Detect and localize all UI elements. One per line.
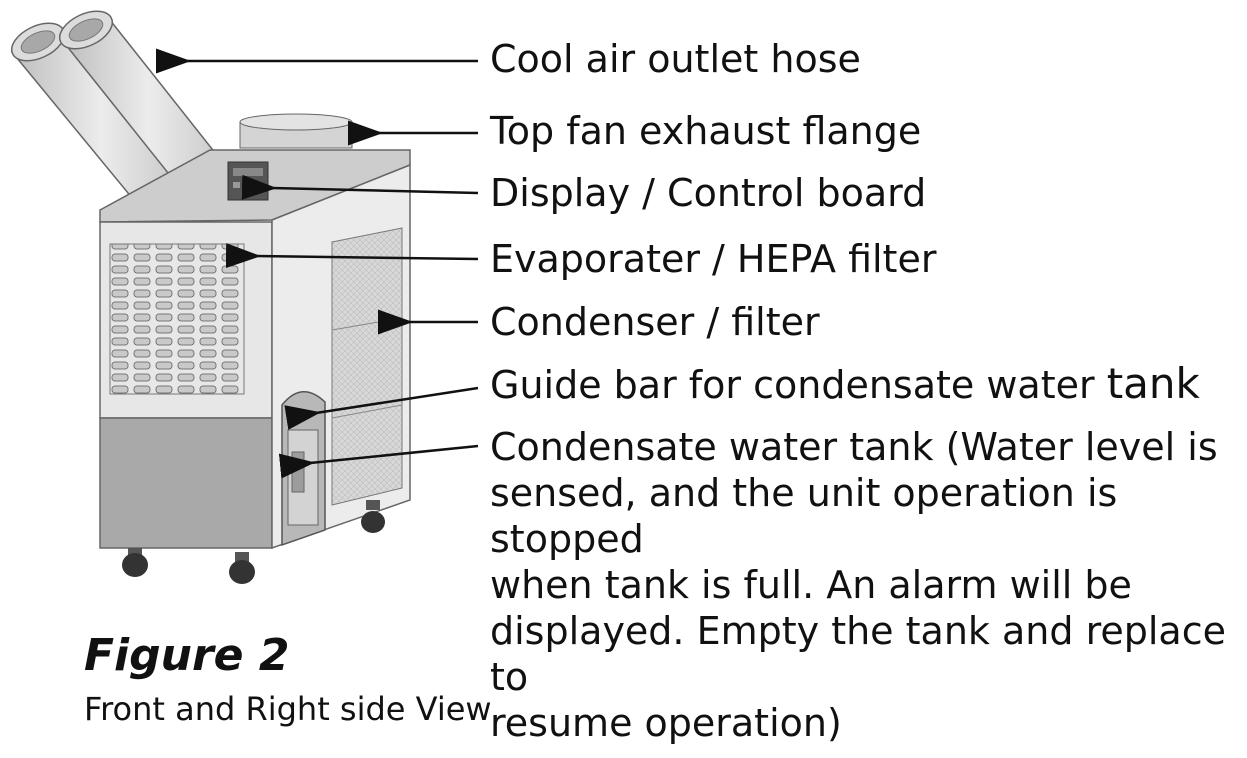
- label-guide-bar-prefix: Guide bar for condensate water: [490, 363, 1107, 407]
- label-evaporator-hepa-filter: Evaporater / HEPA filter: [490, 237, 937, 281]
- label-condensate-water-tank: Condensate water tank (Water level is se…: [490, 425, 1226, 745]
- wheels: [122, 500, 385, 584]
- figure-title: Figure 2: [84, 630, 290, 681]
- condensate-tank: [281, 391, 326, 547]
- label-top-fan-exhaust-flange: Top fan exhaust flange: [490, 109, 922, 153]
- arrow-display: [241, 174, 479, 200]
- figure-subtitle: Front and Right side View: [84, 690, 492, 728]
- front-grille: [109, 243, 245, 395]
- arrow-evaporator: [225, 243, 479, 269]
- label-display-control-board: Display / Control board: [490, 171, 927, 215]
- arrow-guide-bar: [284, 386, 479, 430]
- label-guide-bar: Guide bar for condensate water tank: [490, 361, 1200, 408]
- label-cool-air-outlet-hose: Cool air outlet hose: [490, 37, 861, 81]
- air-conditioner-unit: [10, 10, 411, 584]
- condenser-mesh: [331, 227, 403, 506]
- leader-arrows: [156, 48, 479, 479]
- control-board: [227, 161, 269, 201]
- arrow-tank: [278, 444, 479, 479]
- label-condenser-filter: Condenser / filter: [490, 300, 820, 344]
- exhaust-flange: [239, 113, 353, 149]
- label-guide-bar-tank: tank: [1106, 359, 1200, 408]
